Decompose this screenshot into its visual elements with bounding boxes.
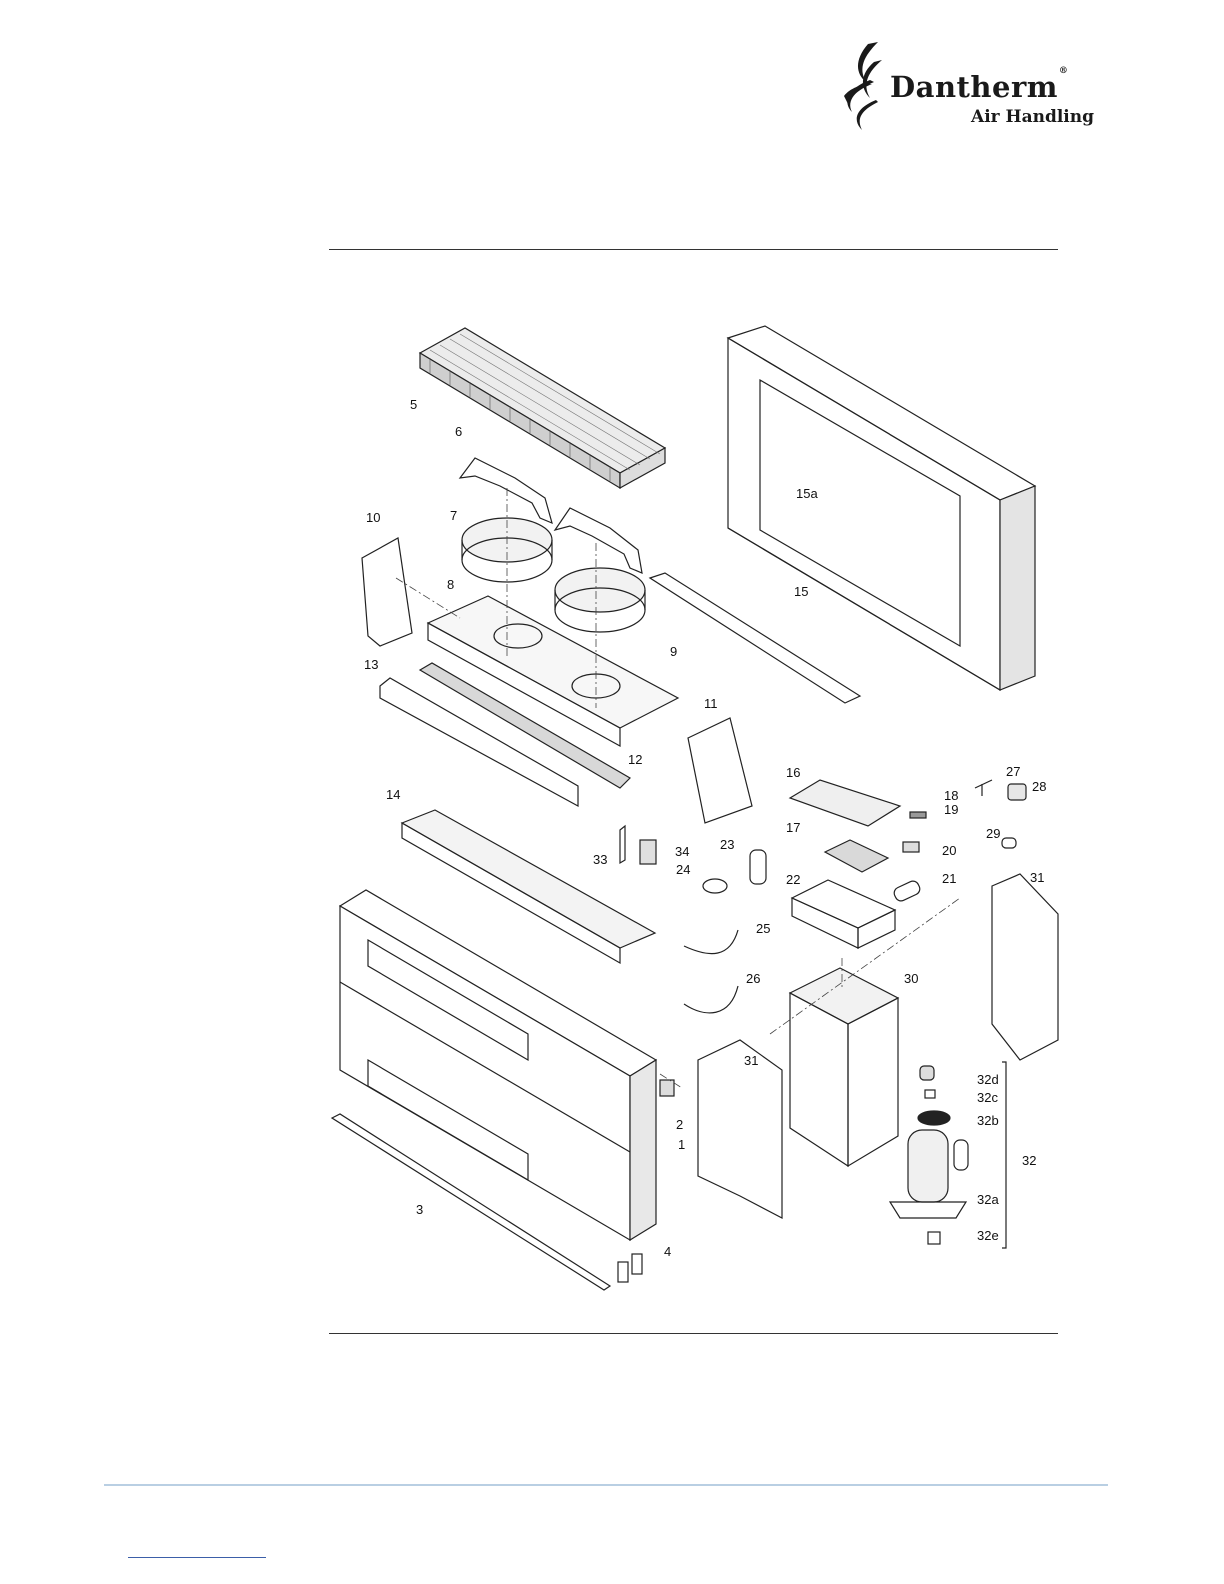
callout-32e: 32e — [977, 1228, 999, 1243]
callout-29: 29 — [986, 826, 1000, 841]
callout-15a: 15a — [796, 486, 818, 501]
part-sensors — [684, 879, 738, 1013]
part-side-panel-right — [688, 718, 752, 823]
swoosh-icon — [838, 38, 898, 138]
callout-25: 25 — [756, 921, 770, 936]
part-fan-deck — [428, 596, 678, 746]
callout-31-right: 31 — [1030, 870, 1044, 885]
callout-16: 16 — [786, 765, 800, 780]
part-filter-coil — [420, 328, 665, 488]
callout-24: 24 — [676, 862, 690, 877]
callout-32a: 32a — [977, 1192, 999, 1207]
callout-31-left: 31 — [744, 1053, 758, 1068]
callout-26: 26 — [746, 971, 760, 986]
callout-7: 7 — [450, 508, 457, 523]
footer-link-underline — [128, 1557, 266, 1558]
part-side-panel-31-right — [992, 874, 1058, 1060]
callout-30: 30 — [904, 971, 918, 986]
part-control-board — [825, 840, 888, 872]
callout-33: 33 — [593, 852, 607, 867]
part-capacitor — [892, 879, 921, 903]
part-condensate-tray — [402, 810, 655, 963]
part-feet — [618, 1254, 642, 1282]
callout-5: 5 — [410, 397, 417, 412]
brand-name: Dantherm® — [890, 70, 1068, 104]
callout-21: 21 — [942, 871, 956, 886]
part-main-cabinet — [340, 890, 656, 1240]
registered-mark: ® — [1059, 66, 1069, 76]
part-side-panel-left — [362, 538, 412, 646]
callout-11: 11 — [704, 696, 718, 711]
part-small-fittings — [903, 780, 1026, 852]
brand-subtitle: Air Handling — [971, 107, 1094, 127]
part-control-lid — [790, 780, 900, 826]
callout-10: 10 — [366, 510, 380, 525]
top-divider — [329, 249, 1058, 250]
bottom-divider — [329, 1333, 1058, 1334]
brand-logo: Dantherm® Air Handling — [838, 38, 1118, 138]
footer-divider — [104, 1484, 1108, 1486]
part-relay-34 — [640, 840, 656, 864]
callout-32d: 32d — [977, 1072, 999, 1087]
callout-19: 19 — [944, 802, 958, 817]
callout-27: 27 — [1006, 764, 1020, 779]
part-bracket-33 — [620, 826, 625, 863]
callout-2: 2 — [676, 1117, 683, 1132]
part-filter-dryer — [750, 850, 766, 884]
part-control-box — [792, 880, 895, 948]
callout-14: 14 — [386, 787, 400, 802]
callout-18: 18 — [944, 788, 958, 803]
callout-15: 15 — [794, 584, 808, 599]
part-compressor-frame — [790, 968, 898, 1166]
callout-17: 17 — [786, 820, 800, 835]
part-rail — [650, 573, 860, 703]
callout-20: 20 — [942, 843, 956, 858]
callout-12: 12 — [628, 752, 642, 767]
exploded-parts-diagram: 1 2 3 4 5 6 7 8 9 10 11 12 13 14 15 15a … — [320, 318, 1060, 1318]
callout-4: 4 — [664, 1244, 671, 1259]
callout-6: 6 — [455, 424, 462, 439]
callout-32b: 32b — [977, 1113, 999, 1128]
callout-32: 32 — [1022, 1153, 1036, 1168]
callout-9: 9 — [670, 644, 677, 659]
callout-23: 23 — [720, 837, 734, 852]
callout-32c: 32c — [977, 1090, 998, 1105]
callout-1: 1 — [678, 1137, 685, 1152]
callout-13: 13 — [364, 657, 378, 672]
callout-28: 28 — [1032, 779, 1046, 794]
callout-8: 8 — [447, 577, 454, 592]
part-front-frame — [728, 326, 1035, 690]
callout-3: 3 — [416, 1202, 423, 1217]
callout-22: 22 — [786, 872, 800, 887]
part-side-panel-31-left — [698, 1040, 782, 1218]
part-cover-plate — [660, 1080, 674, 1096]
callout-34: 34 — [675, 844, 689, 859]
